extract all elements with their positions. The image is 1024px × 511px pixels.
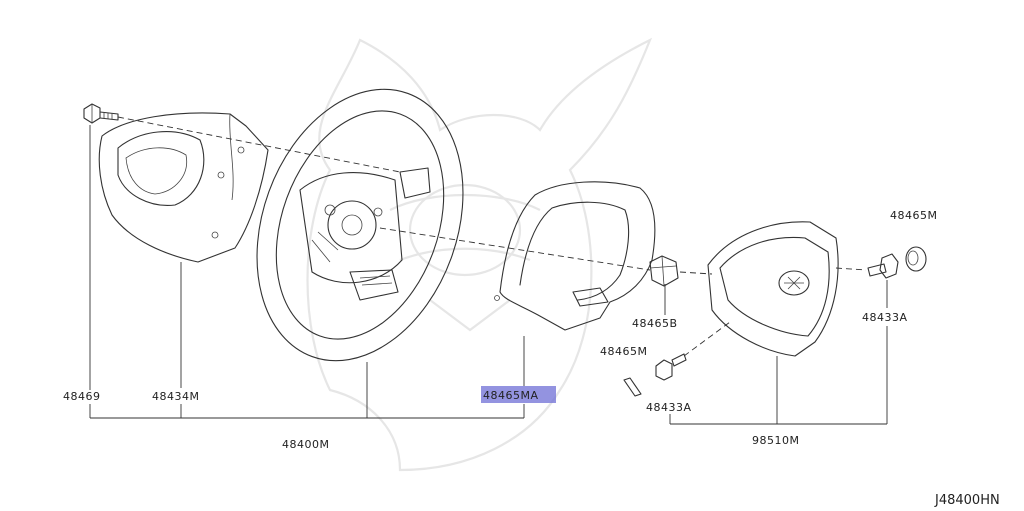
nut-48465B-icon bbox=[649, 255, 679, 287]
clip-48465M-mid-icon bbox=[623, 377, 642, 397]
bolt-48469-icon bbox=[83, 103, 119, 124]
column-cover-48434M-icon bbox=[98, 112, 269, 263]
diagram-code: J48400HN bbox=[934, 493, 1000, 508]
part-label-48433A-right[interactable]: 48433A bbox=[862, 311, 908, 324]
part-label-48469[interactable]: 48469 bbox=[63, 390, 101, 403]
part-label-48465M-right[interactable]: 48465M bbox=[890, 209, 937, 222]
part-label-48400M[interactable]: 48400M bbox=[282, 438, 329, 451]
part-label-48465B[interactable]: 48465B bbox=[632, 317, 678, 330]
watermark-emblem bbox=[306, 37, 653, 472]
leader-lines bbox=[89, 125, 888, 425]
part-label-48433A-mid[interactable]: 48433A bbox=[646, 401, 692, 414]
cap-48465M-right-icon bbox=[905, 246, 927, 272]
lower-finisher-48465MA-icon bbox=[494, 181, 656, 331]
steering-wheel-48400M-icon bbox=[256, 88, 464, 362]
part-label-48465M-mid[interactable]: 48465M bbox=[600, 345, 647, 358]
part-label-48434M[interactable]: 48434M bbox=[152, 390, 199, 403]
part-label-48465MA[interactable]: 48465MA bbox=[483, 389, 539, 402]
selected-part-highlight[interactable] bbox=[481, 386, 556, 403]
assembly-guide-lines bbox=[117, 116, 867, 357]
part-label-98510M[interactable]: 98510M bbox=[752, 434, 799, 447]
bolt-48433A-right-icon bbox=[867, 253, 899, 279]
bolt-48433A-mid-icon bbox=[655, 353, 687, 381]
airbag-module-98510M-icon bbox=[707, 221, 839, 357]
